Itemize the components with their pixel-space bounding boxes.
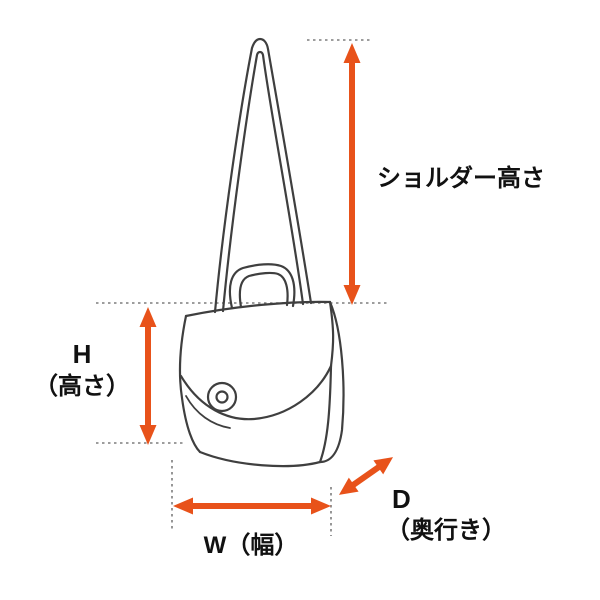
handle-inner-path [238, 271, 289, 309]
arrowhead-right-icon [311, 497, 331, 515]
flap-right-edge-path [328, 300, 335, 368]
bag-top-edge-path [184, 300, 332, 318]
flap-curve-path [179, 364, 333, 421]
depth-label: D [392, 484, 411, 514]
width-arrow [173, 497, 331, 515]
clasp-outer-circle [206, 381, 238, 413]
arrowhead-up-icon [139, 307, 157, 327]
arrowhead-left-icon [173, 497, 193, 515]
strap-outer-path [213, 37, 313, 314]
arrow-shaft [145, 323, 151, 425]
width-label: W（幅） [204, 532, 299, 559]
guide-lines [96, 39, 390, 536]
clasp-inner-circle [215, 390, 229, 404]
shoulder-height-label: ショルダー高さ [377, 164, 545, 192]
shoulder-height-arrow [343, 43, 361, 305]
bag-bottom-edge-path [198, 450, 322, 468]
arrowhead-left-icon [338, 477, 359, 495]
strap-inner-path [221, 50, 305, 313]
arrow-shaft [349, 59, 355, 285]
side-depth-panel-path [318, 300, 345, 464]
arrowhead-up-icon [343, 43, 361, 63]
depth-arrow [338, 457, 394, 495]
depth-sublabel: （奥行き） [386, 516, 506, 544]
handle-outer-path [228, 263, 296, 310]
bag-height-arrow [139, 307, 157, 445]
arrow-shaft [350, 463, 382, 489]
arrowhead-right-icon [373, 457, 394, 475]
height-sublabel: （高さ） [34, 372, 130, 400]
bag-left-edge-path [178, 314, 202, 454]
flap-thickness-path [185, 395, 231, 429]
shoulder-bag-illustration [178, 37, 345, 468]
arrowhead-down-icon [343, 285, 361, 305]
arrow-shaft [189, 503, 315, 509]
bag-right-edge-path [318, 364, 333, 464]
arrowhead-down-icon [139, 425, 157, 445]
height-label: H [73, 339, 92, 369]
